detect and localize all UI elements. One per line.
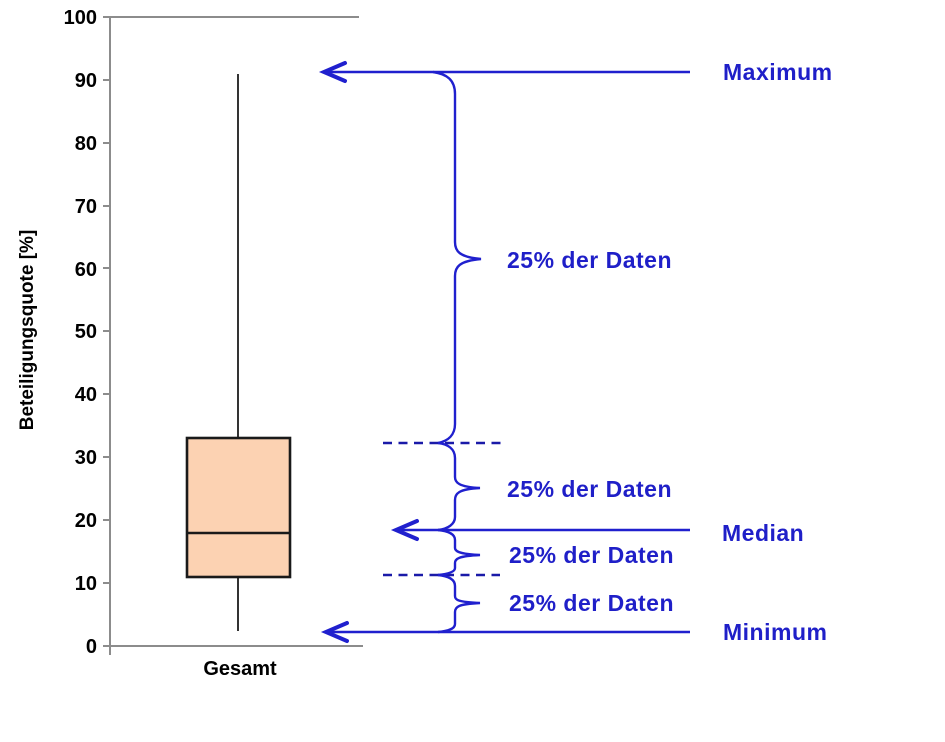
brace-median-to-q1 (437, 528, 481, 577)
brace-q1-to-min (437, 573, 481, 634)
quartile-guides (383, 441, 502, 577)
brace-q3-to-median (437, 441, 481, 532)
quartile-label-4: 25% der Daten (509, 590, 674, 616)
y-tick-labels: 0 10 20 30 40 50 60 70 80 90 100 (64, 7, 97, 658)
quartile-label-3: 25% der Daten (509, 542, 674, 568)
minimum-label: Minimum (723, 619, 827, 645)
median-label: Median (722, 520, 804, 546)
quartile-label-1: 25% der Daten (507, 247, 672, 273)
y-tick-label: 40 (75, 384, 97, 406)
y-tick-label: 10 (75, 573, 97, 595)
y-tick-label: 100 (64, 7, 97, 29)
y-axis-title: Beteiligungsquote [%] (17, 230, 38, 431)
y-tick-label: 90 (75, 70, 97, 92)
quartile-label-2: 25% der Daten (507, 476, 672, 502)
maximum-label: Maximum (723, 59, 833, 85)
y-tick-label: 60 (75, 259, 97, 281)
annotation-labels: Maximum 25% der Daten 25% der Daten Medi… (507, 59, 833, 645)
y-tick-label: 80 (75, 133, 97, 155)
braces (432, 70, 482, 634)
brace-max-to-q3 (432, 70, 482, 445)
y-tick-label: 70 (75, 196, 97, 218)
median-arrowhead-icon (390, 519, 419, 541)
maximum-arrowhead-icon (318, 61, 347, 83)
y-tick-marks (103, 16, 110, 647)
minimum-arrow (320, 621, 690, 643)
y-tick-label: 30 (75, 447, 97, 469)
minimum-arrowhead-icon (320, 621, 349, 643)
median-arrow (390, 519, 690, 541)
y-tick-label: 50 (75, 321, 97, 343)
category-label-gesamt: Gesamt (203, 658, 277, 680)
box-body (185, 436, 292, 579)
maximum-arrow (318, 61, 690, 83)
y-tick-label: 0 (86, 636, 97, 658)
y-tick-label: 20 (75, 510, 97, 532)
boxplot-series-gesamt (185, 74, 292, 631)
axes (104, 16, 363, 655)
